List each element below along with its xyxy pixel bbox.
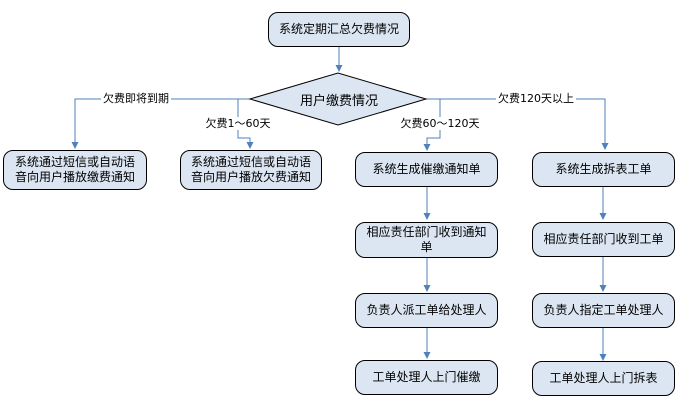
arrow-down-icon <box>423 144 431 151</box>
arrow-down-icon <box>71 142 79 149</box>
branch-label-1-60-days: 欠费1～60天 <box>203 117 273 130</box>
start-node: 系统定期汇总欠费情况 <box>268 12 410 47</box>
edge-branch-due-soon <box>74 98 250 142</box>
branch-label-due-soon: 欠费即将到期 <box>101 92 171 105</box>
step-box-door-meter-removal: 工单处理人上门拆表 <box>532 361 675 396</box>
step-box-dept-receives-notice: 相应责任部门收到通知单 <box>355 222 498 258</box>
arrow-down-icon <box>599 213 607 220</box>
decision-diamond-shape <box>248 72 428 126</box>
arrow-down-icon <box>599 285 607 292</box>
step-box-payment-notice: 系统通过短信或自动语音向用户播放缴费通知 <box>3 150 147 190</box>
arrow-down-icon <box>423 285 431 292</box>
step-box-dept-receives-order: 相应责任部门收到工单 <box>532 222 675 257</box>
edge-branch-120-plus <box>426 98 606 143</box>
step-box-designate-handler: 负责人指定工单处理人 <box>532 293 675 328</box>
arrow-down-icon <box>423 352 431 359</box>
arrow-down-icon <box>601 143 609 150</box>
step-box-assign-order-to-handler: 负责人派工单给处理人 <box>355 293 498 328</box>
arrow-down-icon <box>599 354 607 361</box>
step-box-door-collection: 工单处理人上门催缴 <box>355 360 498 395</box>
step-box-generate-collection-notice: 系统生成催缴通知单 <box>355 152 498 187</box>
step-box-generate-removal-order: 系统生成拆表工单 <box>532 152 675 187</box>
arrow-down-icon <box>335 65 343 72</box>
branch-label-120-plus-days: 欠费120天以上 <box>496 92 576 105</box>
step-box-arrears-notice: 系统通过短信或自动语音向用户播放欠费通知 <box>180 150 322 190</box>
decision-node-label: 用户缴费情况 <box>299 93 378 109</box>
arrowheads <box>71 65 609 361</box>
arrow-down-icon <box>423 213 431 220</box>
arrow-down-icon <box>246 142 254 149</box>
branch-label-60-120-days: 欠费60～120天 <box>398 117 482 130</box>
